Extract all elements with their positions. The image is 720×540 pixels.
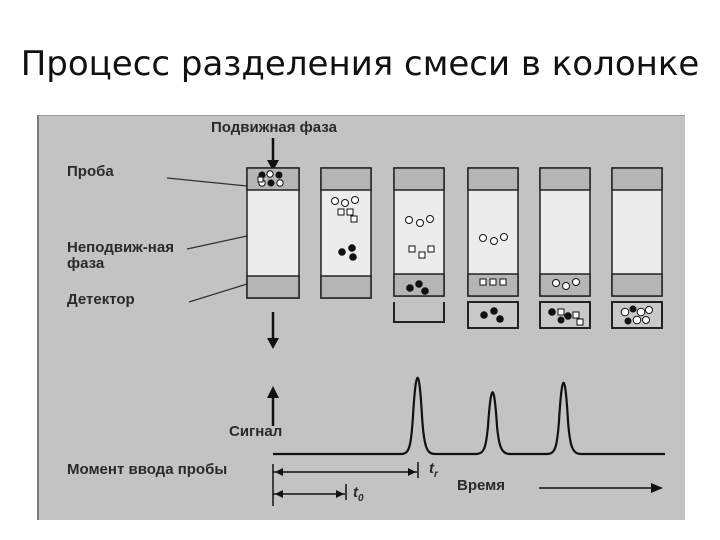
chromatography-figure: Подвижная фаза Проба Неподвиж-ная фаза Д… [37, 115, 685, 520]
injection-moment-label: Момент ввода пробы [67, 461, 228, 478]
time-label: Время [457, 477, 505, 494]
down-arrow [267, 312, 279, 349]
mobile-phase-arrow [267, 138, 279, 171]
sample-label: Проба [67, 163, 114, 180]
signal-arrow [267, 386, 279, 426]
label-pointers [166, 177, 248, 303]
stationary-phase-label: Неподвиж-ная фаза [67, 239, 174, 272]
column-1 [246, 167, 300, 299]
chromatogram-trace [273, 376, 665, 456]
column-4 [467, 167, 519, 329]
slide-title: Процесс разделения смеси в колонке [20, 44, 700, 84]
t0-label: t0 [353, 484, 364, 505]
column-3 [393, 167, 445, 323]
detector-label: Детектор [67, 291, 135, 308]
column-2 [320, 167, 372, 299]
column-separation-diagram [166, 138, 665, 506]
time-axis [272, 462, 663, 506]
signal-label: Сигнал [229, 423, 283, 440]
mobile-phase-label: Подвижная фаза [211, 119, 337, 136]
column-6 [611, 167, 663, 329]
column-5 [539, 167, 591, 329]
tr-label: tr [429, 460, 438, 481]
